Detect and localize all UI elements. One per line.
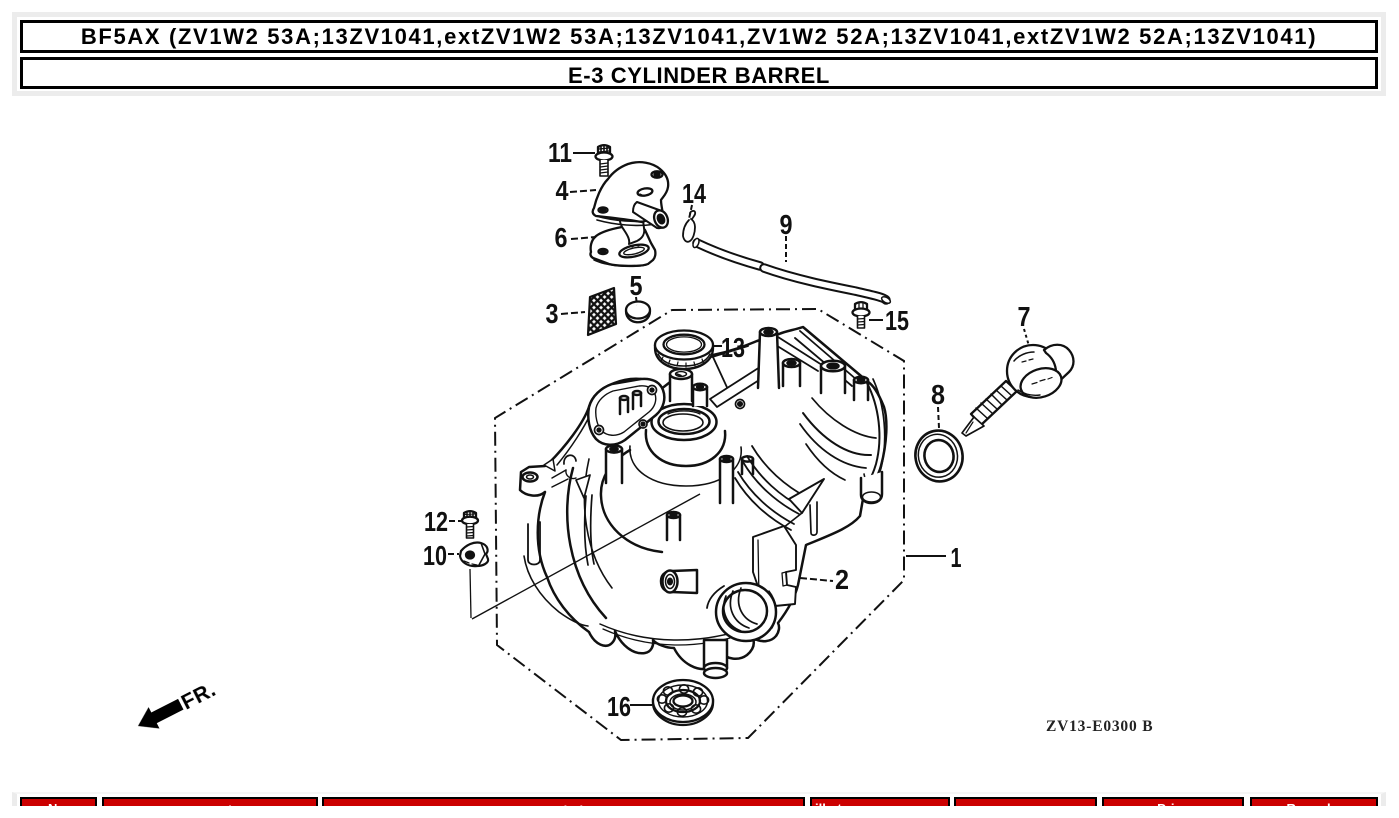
- svg-text:14: 14: [682, 178, 706, 209]
- svg-text:ZV13-E0300 B: ZV13-E0300 B: [1046, 718, 1153, 735]
- svg-text:3: 3: [546, 298, 559, 329]
- svg-text:11: 11: [548, 137, 572, 168]
- svg-text:12: 12: [424, 506, 448, 537]
- svg-text:FR.: FR.: [178, 678, 220, 715]
- svg-text:8: 8: [931, 379, 945, 410]
- svg-text:2: 2: [835, 564, 849, 595]
- svg-text:13: 13: [721, 332, 745, 363]
- svg-text:6: 6: [555, 222, 568, 253]
- svg-text:15: 15: [885, 305, 909, 336]
- svg-text:1: 1: [951, 542, 962, 573]
- svg-text:7: 7: [1018, 301, 1031, 332]
- svg-text:9: 9: [780, 209, 793, 240]
- svg-text:10: 10: [423, 540, 447, 571]
- svg-text:16: 16: [607, 691, 631, 722]
- svg-text:4: 4: [556, 175, 569, 206]
- svg-text:5: 5: [630, 270, 643, 301]
